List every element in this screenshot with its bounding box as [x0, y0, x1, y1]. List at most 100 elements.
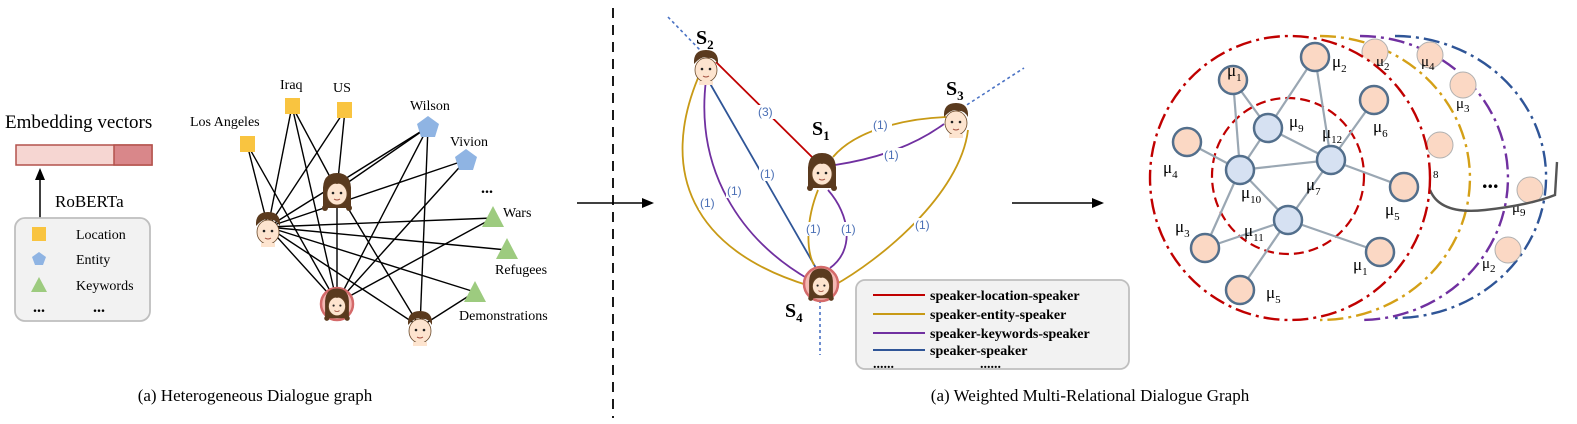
entity-node-wilson: [417, 116, 439, 137]
label-mu5-bottom: μ5: [1266, 283, 1281, 306]
boy-face-icon: [255, 211, 281, 248]
location-node-iraq: [285, 98, 300, 114]
ring-location-layer: [1148, 34, 1432, 322]
node-mu5-right: [1388, 171, 1420, 203]
label-mu6: μ6: [1373, 117, 1388, 140]
embedding-label: Embedding vectors: [5, 112, 152, 133]
node-mu11: [1272, 204, 1304, 236]
label-refugees: Refugees: [495, 263, 547, 278]
legend-keywords-relation: speaker-keywords-speaker: [930, 327, 1090, 342]
node-mu1-top-left: [1217, 64, 1249, 96]
layer-stack-bracket: [1428, 161, 1559, 212]
weight-s1-s4-right: (1): [841, 222, 856, 236]
node-mu10: [1224, 154, 1256, 186]
label-iraq: Iraq: [280, 78, 303, 93]
girl-face-icon: [323, 288, 351, 322]
front-layer-labels: μ2 μ1 μ9 μ6 μ12 μ4 μ10 μ7 μ5 μ11 μ3 μ1 μ…: [1163, 52, 1400, 306]
label-mu2-top: μ2: [1332, 52, 1347, 75]
speaker-label-s3: S3: [946, 78, 964, 103]
encoder-label: RoBERTa: [55, 192, 124, 211]
legend-more-left: ......: [873, 357, 894, 372]
legend-entity-relation: speaker-entity-speaker: [930, 308, 1066, 323]
legend-more-left: ...: [33, 299, 45, 316]
legend-more-right: ......: [980, 357, 1001, 372]
weight-s1-s4-left: (1): [806, 222, 821, 236]
label-vivion: Vivion: [450, 135, 488, 150]
node-mu1-bottom-right: [1364, 236, 1396, 268]
weight-s3-s4: (1): [915, 218, 930, 232]
weight-s2-s4-outer: (1): [700, 196, 715, 210]
hetero-graph-edges: [246, 105, 508, 328]
speaker-label-s4: S4: [785, 300, 803, 325]
speaker-label-s1: S1: [812, 118, 830, 143]
back-layer-labels: μ2 μ4 μ3 8 μ9 μ2: [1376, 54, 1526, 275]
label-demonstrations: Demonstrations: [459, 309, 548, 324]
location-node-los-angeles: [240, 136, 255, 152]
pentagon-icon: [32, 252, 46, 265]
node-mu2-top: [1299, 41, 1331, 73]
girl-face-icon: [321, 172, 353, 212]
triangle-icon: [31, 277, 47, 292]
relation-legend: speaker-location-speaker speaker-entity-…: [855, 279, 1130, 372]
weight-s1-s3-top: (1): [873, 118, 888, 132]
relation-legend-box: [855, 279, 1130, 370]
svg-text:μ2: μ2: [1376, 54, 1390, 73]
node-mu4: [1171, 126, 1203, 158]
more-layers-ellipsis: ...: [1482, 168, 1499, 193]
weight-s1-s3-bottom: (1): [884, 148, 899, 162]
node-mu9: [1252, 112, 1284, 144]
legend-location: Location: [76, 228, 126, 243]
label-mu1-top-left: μ1: [1227, 61, 1242, 84]
legend-location-relation: speaker-location-speaker: [930, 289, 1080, 304]
svg-text:μ2: μ2: [1482, 256, 1496, 275]
label-mu5-right: μ5: [1385, 200, 1400, 223]
legend-entity: Entity: [76, 253, 110, 268]
legend-speaker-relation: speaker-speaker: [930, 344, 1027, 359]
node-mu5-bottom: [1224, 274, 1256, 306]
label-mu9: μ9: [1289, 112, 1304, 135]
ring-speaker-layer: [1394, 34, 1548, 320]
weight-s2-s4-purple: (1): [727, 184, 742, 198]
caption-left: (a) Heterogeneous Dialogue graph: [138, 386, 373, 405]
legend-keywords: Keywords: [76, 279, 134, 294]
label-mu11: μ11: [1244, 221, 1264, 244]
boy-face-icon: [407, 310, 433, 347]
label-mu12: μ12: [1322, 123, 1342, 146]
square-icon: [32, 227, 46, 241]
left-panel: Embedding vectors RoBERTa Location Entit…: [5, 78, 548, 405]
svg-text:μ3: μ3: [1456, 96, 1470, 115]
node-mu3: [1189, 232, 1221, 264]
girl-face-icon: [807, 268, 835, 302]
label-us: US: [333, 81, 351, 96]
label-los-angeles: Los Angeles: [190, 115, 260, 130]
svg-text:μ4: μ4: [1421, 54, 1435, 73]
front-layer-nodes: [1171, 41, 1420, 306]
node-type-legend: Location Entity Keywords ... ...: [14, 217, 151, 322]
weight-s2-s4-blue: (1): [760, 167, 775, 181]
legend-box: [14, 217, 151, 322]
speaker-label-s2: S2: [696, 27, 714, 52]
keyword-node-wars: [482, 206, 504, 227]
keyword-node-demonstrations: [464, 281, 486, 302]
middle-panel: (3) (1) (1) (1) (1) (1) (1) (1) (1) S2 S…: [667, 16, 1250, 405]
entity-node-vivion: [455, 149, 477, 170]
svg-text:8: 8: [1433, 169, 1439, 181]
label-mu10: μ10: [1241, 183, 1262, 206]
right-panel: μ2 μ4 μ3 8 μ9 μ2 ...: [1148, 34, 1559, 322]
svg-text:μ9: μ9: [1512, 200, 1526, 219]
label-mu7: μ7: [1306, 175, 1321, 198]
label-mu1-bottom-right: μ1: [1353, 255, 1368, 278]
caption-middle: (a) Weighted Multi-Relational Dialogue G…: [931, 386, 1250, 405]
label-mu3: μ3: [1175, 217, 1190, 240]
label-wars: Wars: [503, 206, 531, 221]
edge-weights: (3) (1) (1) (1) (1) (1) (1) (1) (1): [699, 105, 934, 236]
node-mu6: [1358, 84, 1390, 116]
location-node-us: [337, 102, 352, 118]
weight-s2-s1: (3): [758, 105, 773, 119]
legend-more-right: ...: [93, 299, 105, 316]
keyword-node-refugees: [496, 238, 518, 259]
continuation-lines: [667, 16, 1025, 355]
boy-face-icon: [943, 102, 969, 139]
ring-entity-layer: [1319, 34, 1472, 322]
